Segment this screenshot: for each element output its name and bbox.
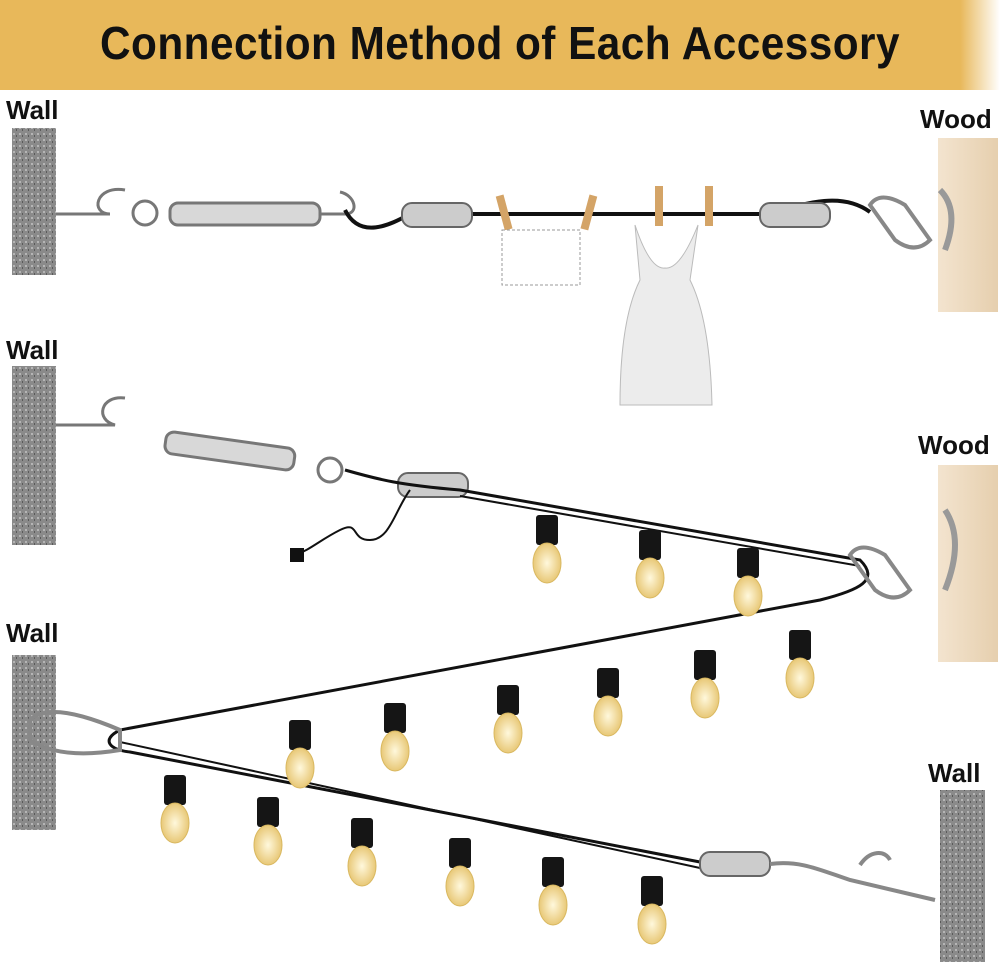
wood-block <box>938 465 998 662</box>
pad-eye <box>942 508 958 592</box>
wall-block <box>940 790 985 962</box>
light-bulb-icon <box>445 838 475 907</box>
light-bulb-icon <box>785 630 815 699</box>
wire-clip <box>397 472 469 498</box>
turnbuckle-row2 <box>56 396 344 484</box>
light-bulb-icon <box>285 720 315 789</box>
light-bulb-icon <box>690 650 720 719</box>
light-bulb-icon <box>380 703 410 772</box>
hook <box>769 851 936 902</box>
light-bulb-icon <box>253 797 283 866</box>
wire-clip <box>759 202 831 228</box>
carabiner <box>867 195 933 250</box>
label-wood-1: Wood <box>920 104 992 134</box>
cloth-towel <box>501 229 581 286</box>
clothespin <box>580 194 598 231</box>
label-wall-1: Wall <box>6 95 59 125</box>
label-wood-2: Wood <box>918 430 990 460</box>
turnbuckle-row1 <box>56 188 356 227</box>
label-wall-2: Wall <box>6 335 59 365</box>
light-bulb-icon <box>635 530 665 599</box>
plug-icon <box>290 548 304 562</box>
label-wall-3: Wall <box>6 618 59 648</box>
clothespin <box>705 186 713 226</box>
light-bulb-icon <box>160 775 190 844</box>
pad-eye <box>937 187 955 252</box>
light-bulb-icon <box>637 876 667 945</box>
wood-block <box>938 138 998 312</box>
light-bulb-icon <box>538 857 568 926</box>
light-bulb-icon <box>347 818 377 887</box>
wire-clip <box>699 851 771 877</box>
carabiner <box>28 710 122 756</box>
string-light-cable <box>107 468 870 864</box>
light-bulb-icon <box>733 548 763 617</box>
cloth-tank-top <box>619 224 713 406</box>
title-banner: Connection Method of Each Accessory <box>0 0 1000 90</box>
wire-clip <box>401 202 473 228</box>
label-wall-4: Wall <box>928 758 981 788</box>
power-cord <box>294 489 411 556</box>
bulbs <box>160 515 815 945</box>
wall-block <box>12 366 56 545</box>
light-bulb-icon <box>593 668 623 737</box>
clothespin <box>495 194 513 231</box>
carabiner <box>847 545 913 600</box>
wall-block <box>12 128 56 275</box>
page-title: Connection Method of Each Accessory <box>100 17 900 69</box>
light-bulb-icon <box>493 685 523 754</box>
clothespin <box>655 186 663 226</box>
light-bulb-icon <box>532 515 562 584</box>
